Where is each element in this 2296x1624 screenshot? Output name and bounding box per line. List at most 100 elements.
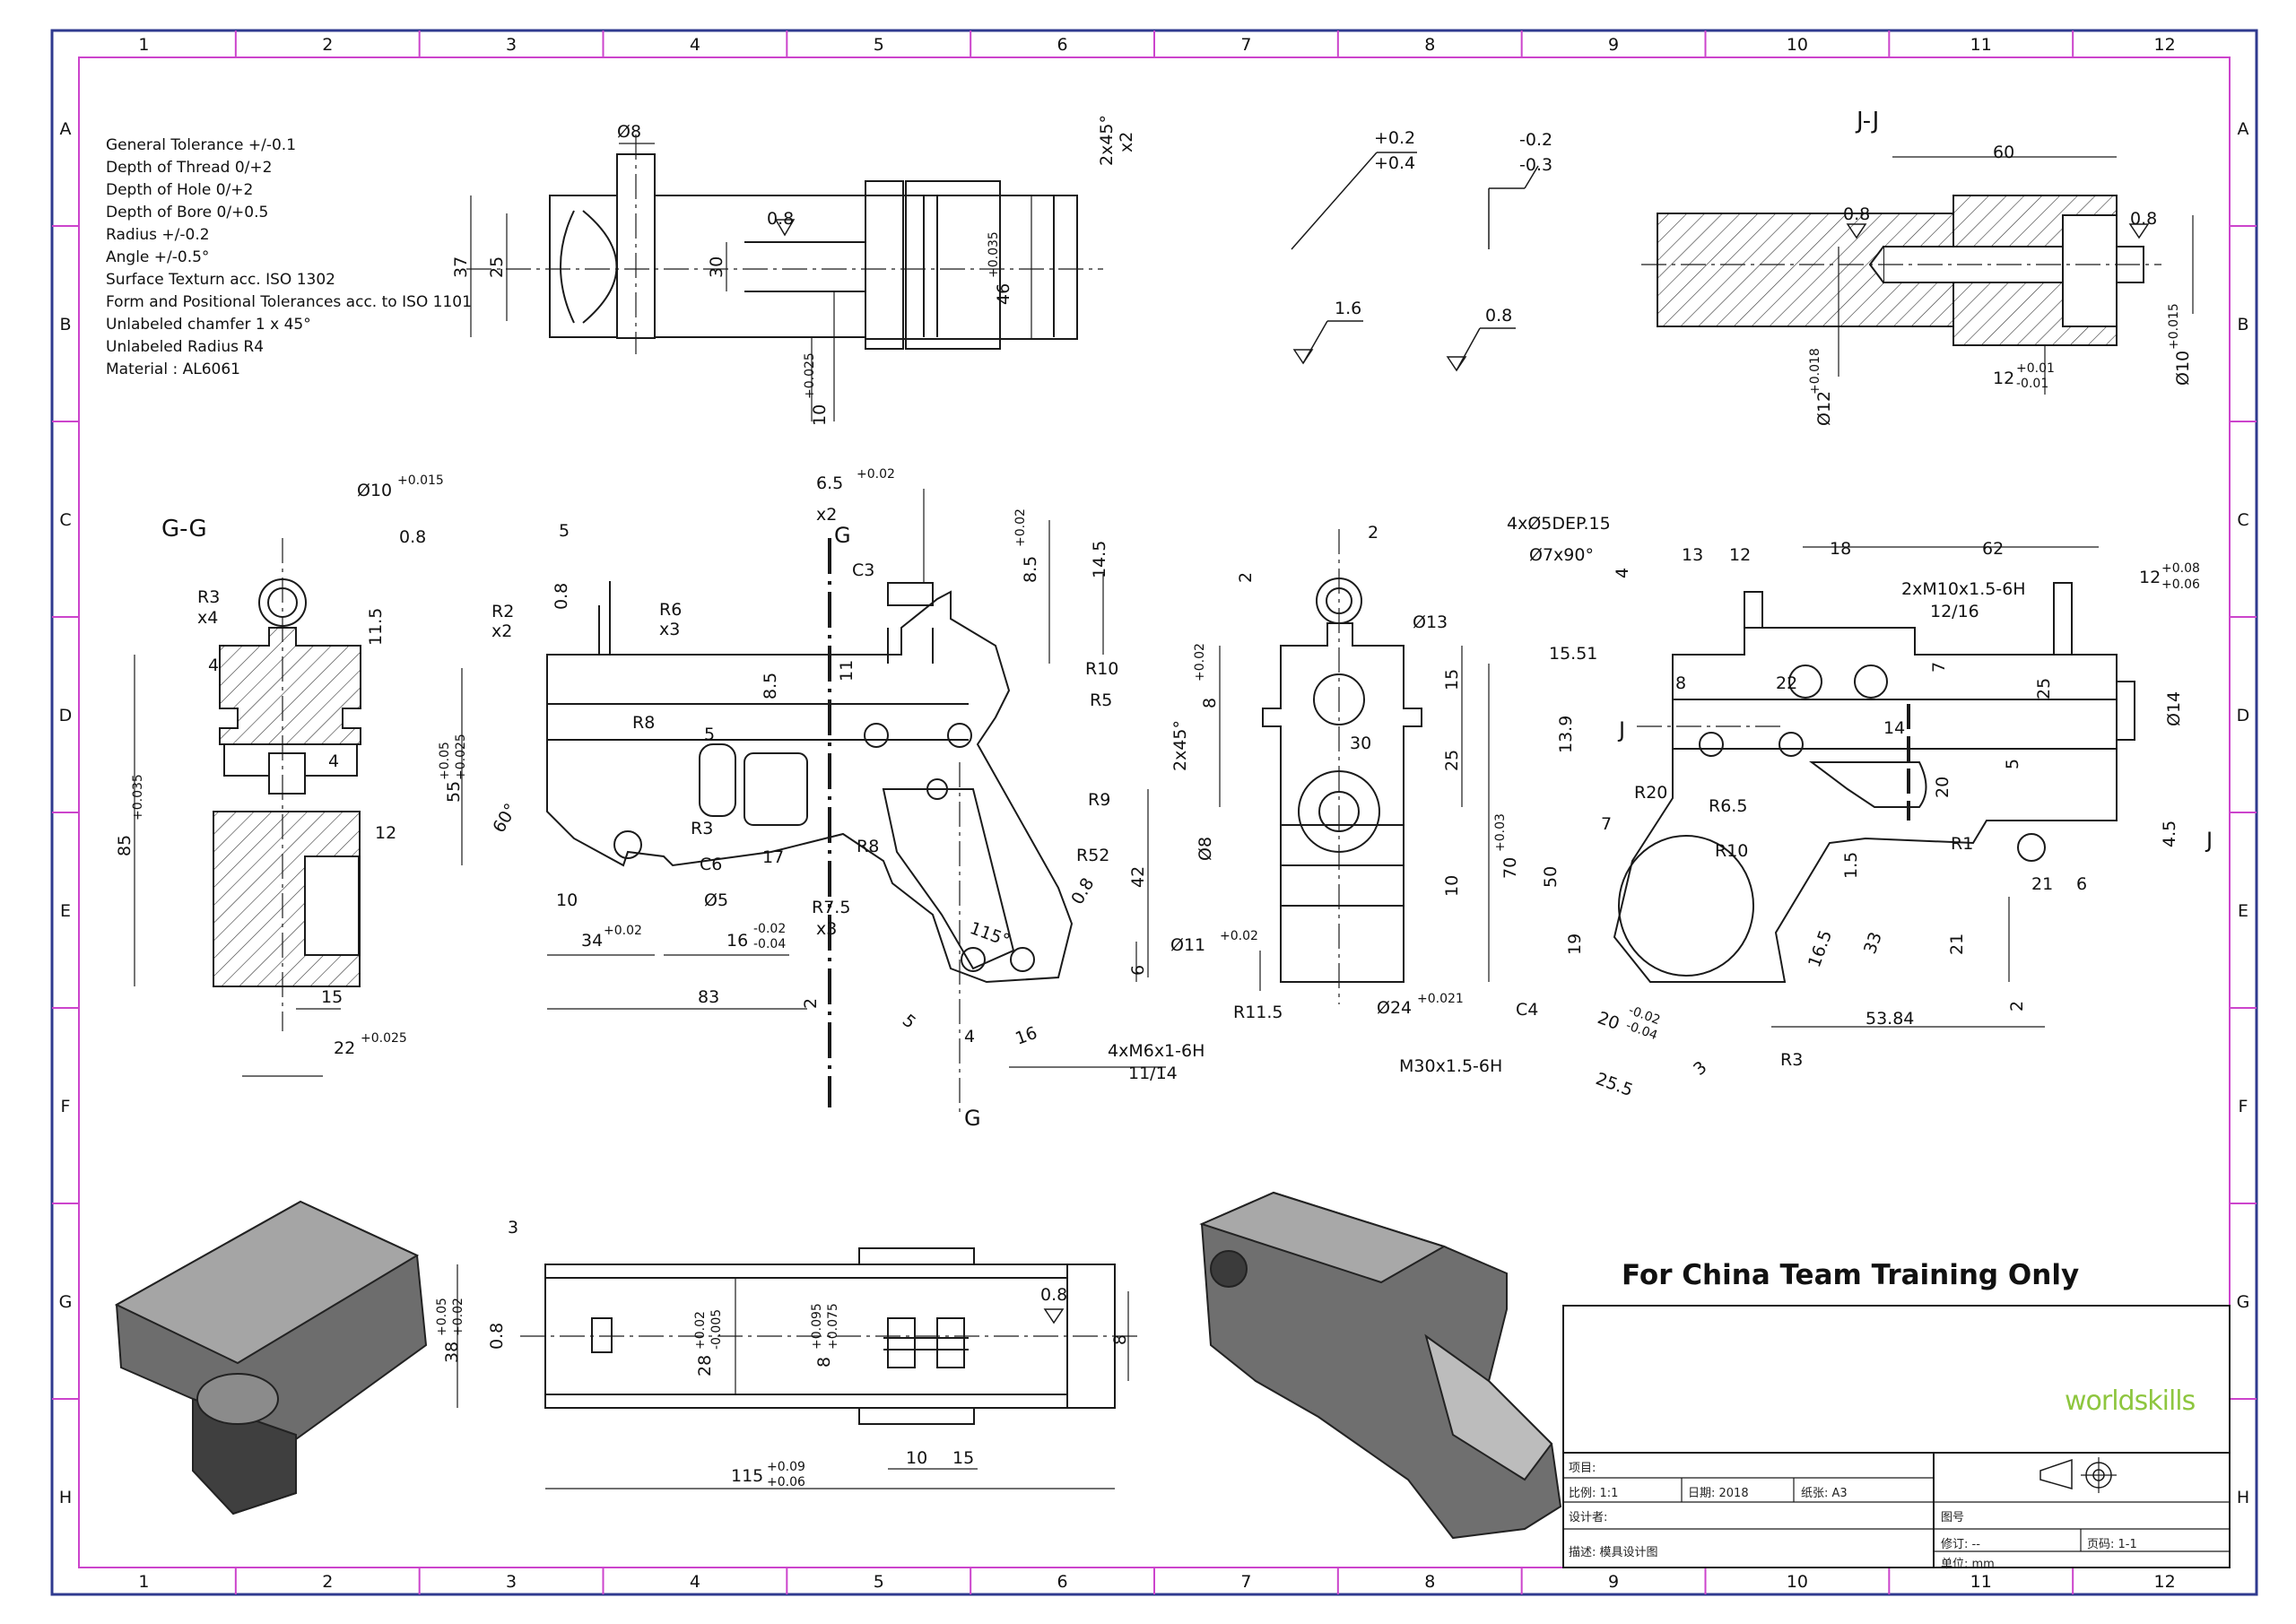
grid-label: 2 bbox=[322, 1572, 333, 1592]
tol-85: +0.02 bbox=[1013, 508, 1028, 547]
dim-15: 15 bbox=[321, 987, 343, 1007]
thread-m10-depth: 12/16 bbox=[1930, 602, 1979, 621]
note-line: Unlabeled chamfer 1 x 45° bbox=[106, 316, 311, 334]
dim-4: 4 bbox=[1613, 568, 1632, 578]
dim-5: 5 bbox=[559, 521, 570, 541]
dim-10: 10 bbox=[556, 890, 578, 910]
note-line: Angle +/-0.5° bbox=[106, 248, 210, 266]
dim-r8: R8 bbox=[632, 713, 655, 733]
dim-10: 10 bbox=[1442, 875, 1462, 897]
dim-1551: 15.51 bbox=[1549, 644, 1597, 664]
tolerance-examples bbox=[1291, 152, 1539, 372]
grid-label: A bbox=[60, 119, 72, 139]
bottom-view-labels: 3 38 +0.05 +0.02 0.8 28 +0.02 -0.005 8 +… bbox=[435, 1218, 1130, 1489]
side-view bbox=[1219, 529, 1463, 1004]
dim-x2: x2 bbox=[1117, 132, 1136, 152]
title-drawing-no: 图号 bbox=[1941, 1511, 1965, 1524]
grid-label: 6 bbox=[1057, 1572, 1068, 1592]
dim-r9: R9 bbox=[1088, 790, 1110, 810]
dim-19: 19 bbox=[1565, 934, 1585, 955]
dim-10: 10 bbox=[810, 404, 830, 426]
grid-label: F bbox=[2239, 1097, 2248, 1116]
dim-16: 16 bbox=[726, 931, 748, 951]
tol-65: +0.02 bbox=[857, 467, 895, 482]
dim-18: 18 bbox=[1830, 539, 1851, 559]
grid-label: 5 bbox=[874, 35, 884, 55]
dim-55: 55 bbox=[444, 781, 464, 803]
grid-label: B bbox=[2237, 315, 2248, 334]
dim-c6: C6 bbox=[700, 855, 722, 874]
dim-21: 21 bbox=[2031, 874, 2053, 894]
dim-115: 115 bbox=[731, 1466, 763, 1486]
tol-55b: +0.025 bbox=[454, 734, 468, 780]
dim-37: 37 bbox=[451, 256, 471, 278]
front-view-labels: 6.5 +0.02 x2 G 5 C3 8.5 +0.02 14.5 0.8 R… bbox=[438, 467, 1205, 1131]
dim-3: 3 bbox=[508, 1218, 518, 1238]
dim-22: 22 bbox=[334, 1038, 355, 1058]
grid-label: E bbox=[2238, 901, 2248, 921]
roughness-16: 1.6 bbox=[1335, 299, 1361, 318]
grid-label: C bbox=[59, 510, 71, 530]
dim-85: 8.5 bbox=[1021, 556, 1040, 583]
dim-6: 6 bbox=[2076, 874, 2087, 894]
dim-7b: 7 bbox=[1601, 814, 1612, 834]
dim-25: 25 bbox=[1442, 750, 1462, 771]
dim-chamfer: 2x45° bbox=[1170, 720, 1190, 771]
dim-r3: R3 bbox=[197, 587, 220, 607]
grid-label: 3 bbox=[506, 35, 517, 55]
dim-33: 33 bbox=[1860, 929, 1886, 956]
grid-label: 1 bbox=[138, 35, 149, 55]
front-view bbox=[461, 489, 1166, 1112]
title-project: 项目: bbox=[1569, 1462, 1596, 1475]
section-marker-g-top: G bbox=[834, 523, 851, 548]
grid-label: 9 bbox=[1608, 35, 1619, 55]
tol-12a: +0.08 bbox=[2161, 561, 2200, 576]
countersink-callout: Ø7x90° bbox=[1529, 545, 1594, 565]
gg-section-labels: G-G Ø10 +0.015 0.8 R3 x4 11.5 4 4 12 85 … bbox=[115, 473, 444, 1058]
angle-60: 60° bbox=[489, 800, 521, 836]
dim-16b: 16 bbox=[1013, 1023, 1039, 1049]
dim-r6: R6 bbox=[659, 600, 682, 620]
dim-r2: R2 bbox=[491, 602, 514, 621]
dim-5384: 53.84 bbox=[1866, 1009, 1914, 1029]
dim-d13: Ø13 bbox=[1413, 612, 1448, 632]
note-line: Depth of Hole 0/+2 bbox=[106, 181, 254, 199]
hole-callout: 4xØ5DEP.15 bbox=[1507, 514, 1611, 534]
thread-m10: 2xM10x1.5-6H bbox=[1901, 579, 2026, 599]
worldskills-logo: worldskills bbox=[2065, 1385, 2196, 1417]
dim-8: 8 bbox=[814, 1357, 834, 1368]
dim-62: 62 bbox=[1982, 539, 2004, 559]
grid-label: 8 bbox=[1424, 1572, 1435, 1592]
note-line: Surface Texturn acc. ISO 1302 bbox=[106, 271, 335, 289]
dim-25: 25 bbox=[487, 256, 507, 278]
dim-2b: 2 bbox=[1236, 572, 1256, 583]
grid-label: 7 bbox=[1240, 1572, 1251, 1592]
tol-115a: +0.09 bbox=[767, 1460, 805, 1474]
dim-12: 12 bbox=[1729, 545, 1751, 565]
tol-b1: -0.2 bbox=[1519, 130, 1552, 150]
tol-22: +0.025 bbox=[361, 1031, 407, 1046]
top-view-labels: Ø8 2x45° x2 37 25 30 0.8 46 +0.035 10 +0… bbox=[451, 115, 1136, 426]
dim-d8: Ø8 bbox=[617, 122, 641, 142]
dim-4: 4 bbox=[964, 1027, 975, 1046]
tol-d24: +0.021 bbox=[1417, 992, 1464, 1006]
grid-label: 11 bbox=[1970, 35, 1992, 55]
grid-label: B bbox=[59, 315, 71, 334]
tol-a2: +0.4 bbox=[1374, 153, 1415, 173]
dim-28: 28 bbox=[695, 1355, 715, 1376]
dim-d8: Ø8 bbox=[1196, 837, 1215, 861]
roughness-08: 0.8 bbox=[399, 527, 426, 547]
dim-2a: 2 bbox=[1368, 523, 1378, 543]
grid-reference-marks bbox=[52, 30, 2257, 1594]
isometric-render-right bbox=[1199, 1191, 1562, 1540]
dim-d14: Ø14 bbox=[2164, 691, 2184, 726]
dim-d5: Ø5 bbox=[704, 890, 728, 910]
note-line: Unlabeled Radius R4 bbox=[106, 338, 265, 356]
grid-label: 5 bbox=[874, 1572, 884, 1592]
dim-12: 12 bbox=[1993, 369, 2014, 388]
dim-x3: x3 bbox=[659, 620, 680, 639]
grid-label: 2 bbox=[322, 35, 333, 55]
angle-115: 115° bbox=[967, 918, 1013, 951]
dim-25: 25 bbox=[2034, 678, 2054, 699]
title-description: 描述: 模具设计图 bbox=[1569, 1546, 1658, 1559]
